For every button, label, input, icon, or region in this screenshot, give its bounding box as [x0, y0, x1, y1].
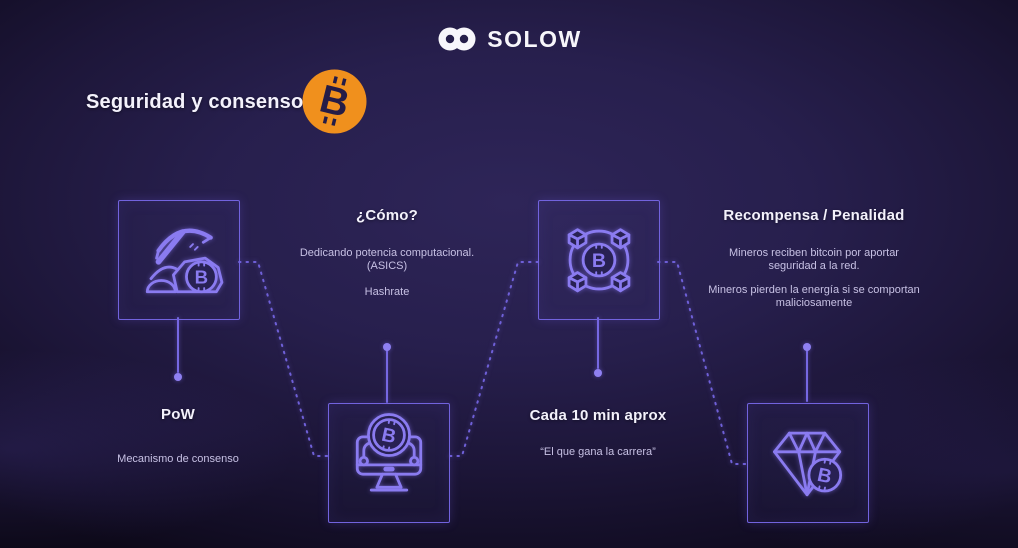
reward-heading: Recompensa / Penalidad — [723, 207, 905, 224]
svg-text:B: B — [380, 424, 398, 448]
how-line2: (ASICS) — [366, 260, 408, 272]
svg-text:B: B — [592, 250, 606, 272]
blockchain-bitcoin-icon: B — [567, 228, 631, 293]
reward-column: Recompensa / Penalidad Mineros reciben b… — [700, 207, 928, 310]
solid-connector-line — [177, 317, 808, 403]
pow-column: PoW Mecanismo de consenso — [108, 406, 248, 466]
diamond-box: B — [747, 403, 869, 523]
connector-dot — [174, 343, 811, 381]
mining-box: B — [118, 200, 240, 320]
pow-label: PoW — [161, 406, 195, 423]
brand-logo: SOLOW — [0, 24, 1018, 54]
computer-bitcoin-icon: B — [355, 413, 423, 492]
dashed-connector-line — [238, 261, 747, 465]
pow-sublabel: Mecanismo de consenso — [117, 453, 239, 465]
bitcoin-icon: B — [302, 69, 367, 134]
how-column: ¿Cómo? Dedicando potencia computacional.… — [292, 207, 482, 299]
computer-box: B — [328, 403, 450, 523]
brand-name: SOLOW — [487, 25, 582, 52]
svg-text:B: B — [195, 266, 208, 287]
cada-label: Cada 10 min aprox — [529, 407, 667, 424]
cada-sublabel: “El que gana la carrera” — [540, 446, 656, 458]
reward-paragraph-2: Mineros pierden la energía si se comport… — [708, 284, 920, 309]
cada-column: Cada 10 min aprox “El que gana la carrer… — [518, 407, 678, 459]
reward-paragraph-1: Mineros reciben bitcoin por aportar segu… — [729, 247, 899, 272]
solow-logo-icon — [438, 27, 476, 51]
svg-text:B: B — [815, 464, 833, 488]
pickaxe-bitcoin-icon: B — [145, 228, 224, 294]
blockchain-box: B — [538, 200, 660, 320]
diamond-bitcoin-icon: B — [773, 431, 843, 497]
how-heading: ¿Cómo? — [355, 207, 419, 224]
page-title: Seguridad y consenso — [86, 91, 304, 113]
how-line1: Dedicando potencia computacional. — [299, 247, 475, 259]
how-line3: Hashrate — [364, 286, 410, 298]
